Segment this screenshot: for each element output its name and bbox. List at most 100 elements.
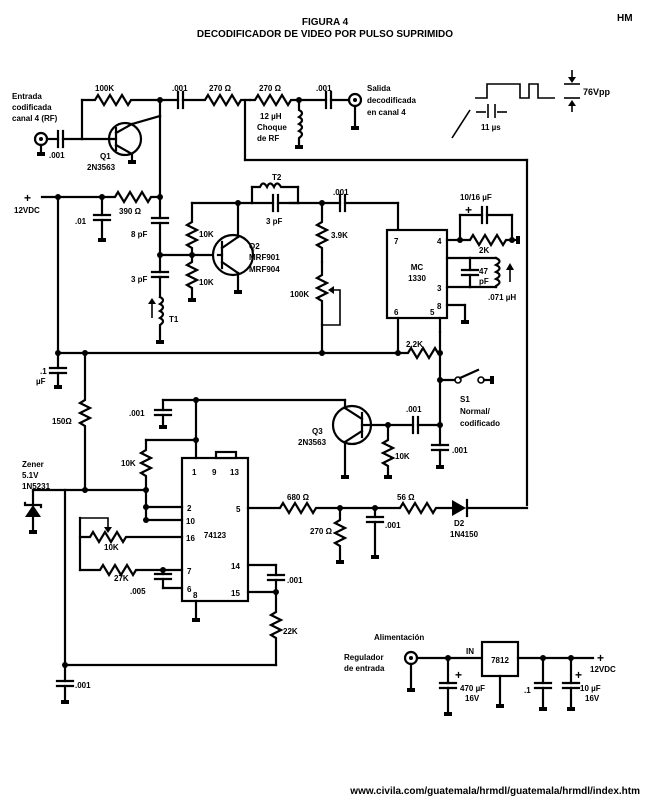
- label-c-001-sw: .001: [452, 446, 468, 455]
- pin-ic-2: 2: [187, 504, 192, 513]
- label-c-001-top2: .001: [316, 84, 332, 93]
- label-r-10k-q3: 10K: [395, 452, 410, 461]
- mc1330-ic: [385, 228, 449, 320]
- input-label-2: codificada: [12, 103, 52, 112]
- waveform-amplitude: 76Vpp: [583, 87, 611, 97]
- label-switch-name: S1: [460, 395, 470, 404]
- label-r-390: 390 Ω: [119, 207, 142, 216]
- label-d2-part: 1N4150: [450, 530, 479, 539]
- output-label-2: decodificada: [367, 96, 416, 105]
- q3-section: [153, 397, 373, 479]
- mid-rail: [48, 345, 494, 479]
- waveform-illustration: [451, 70, 580, 139]
- pin-numbers: 7 4 3 8 6 5 1 9 13 2 10 16 5 7 6 14 15 8: [186, 237, 442, 600]
- label-r-22k-a: 2.2K: [406, 340, 423, 349]
- label-switch-1: Normal/: [460, 407, 491, 416]
- regulator-section: [403, 640, 595, 716]
- label-r-270-c: 270 Ω: [310, 527, 333, 536]
- label-r-39k: 3.9K: [331, 231, 348, 240]
- label-ic-mc-2: 1330: [408, 274, 426, 283]
- label-c-3pf-a: 3 pF: [131, 275, 148, 284]
- label-c-001-bot: .001: [75, 681, 91, 690]
- label-q2-name: Q2: [249, 242, 260, 251]
- label-r-680: 680 Ω: [287, 493, 310, 502]
- pin-mc-6: 6: [394, 308, 399, 317]
- label-alimentacion: Alimentación: [374, 633, 424, 642]
- pin-ic-13: 13: [230, 468, 239, 477]
- label-c-01-reg: .1: [524, 686, 531, 695]
- pin-ic-6: 6: [187, 585, 192, 594]
- ic-74123-section: [78, 398, 529, 667]
- label-c-47-a: 47: [479, 267, 488, 276]
- pin-ic-16: 16: [186, 534, 195, 543]
- ic-74123: [180, 456, 250, 603]
- choke-label-2: Choque: [257, 123, 287, 132]
- label-12v-out: 12VDC: [590, 665, 616, 674]
- input-label-1: Entrada: [12, 92, 42, 101]
- label-plus-1016: +: [465, 203, 472, 217]
- label-t1: T1: [169, 315, 179, 324]
- label-r-100k-top: 100K: [95, 84, 114, 93]
- label-zener-1: Zener: [22, 460, 44, 469]
- pin-mc-4: 4: [437, 237, 442, 246]
- label-q1-name: Q1: [100, 152, 111, 161]
- regulator-7812: [480, 640, 520, 678]
- oscillator-section: [40, 114, 400, 355]
- label-d2-name: D2: [454, 519, 465, 528]
- label-c-001-mc: .001: [333, 188, 349, 197]
- label-c-1uf-b: µF: [36, 377, 46, 386]
- label-plus-10: +: [575, 668, 582, 682]
- label-c-001-top1: .001: [172, 84, 188, 93]
- footer-url: www.civila.com/guatemala/hrmdl/guatemala…: [349, 786, 640, 797]
- label-r-270-a: 270 Ω: [209, 84, 232, 93]
- label-r-150: 150Ω: [52, 417, 72, 426]
- label-switch-2: codificado: [460, 419, 500, 428]
- label-plus-470: +: [455, 668, 462, 682]
- output-label-1: Salida: [367, 84, 391, 93]
- pin-mc-5: 5: [430, 308, 435, 317]
- pin-ic-1: 1: [192, 468, 197, 477]
- pin-ic-10: 10: [186, 517, 195, 526]
- label-ic-74123: 74123: [204, 531, 227, 540]
- pin-mc-8: 8: [437, 302, 442, 311]
- pin-ic-8: 8: [193, 591, 198, 600]
- label-zener-2: 5.1V: [22, 471, 39, 480]
- supply-12v-plus: +: [24, 191, 31, 205]
- label-c-01: .01: [75, 217, 87, 226]
- label-c-001-14: .001: [287, 576, 303, 585]
- label-zener-3: 1N5231: [22, 482, 51, 491]
- label-r-10k-ic: 10K: [121, 459, 136, 468]
- label-c-1016: 10/16 µF: [460, 193, 492, 202]
- label-c-470-a: 470 µF: [460, 684, 485, 693]
- label-pot-10k: 10K: [104, 543, 119, 552]
- pin-ic-5: 5: [236, 505, 241, 514]
- author-initials: HM: [617, 13, 633, 24]
- waveform-time: 11 µs: [481, 123, 501, 132]
- pin-ic-14: 14: [231, 562, 240, 571]
- pin-mc-3: 3: [437, 284, 442, 293]
- label-q2-part2: MRF904: [249, 265, 280, 274]
- label-q1-part: 2N3563: [87, 163, 116, 172]
- figure-subtitle: DECODIFICADOR DE VIDEO POR PULSO SUPRIMI…: [197, 29, 453, 40]
- label-r-27k: 27K: [114, 574, 129, 583]
- label-pot-100k: 100K: [290, 290, 309, 299]
- supply-12v-label: 12VDC: [14, 206, 40, 215]
- label-regulador-2: de entrada: [344, 664, 385, 673]
- choke-label-1: 12 µH: [260, 112, 282, 121]
- choke-label-3: de RF: [257, 134, 279, 143]
- label-c-001-left: .001: [129, 409, 145, 418]
- label-r-22k-b: 22K: [283, 627, 298, 636]
- label-l-071: .071 µH: [488, 293, 516, 302]
- label-plus-12v-out: +: [597, 651, 604, 665]
- mc1330-section: [385, 205, 520, 355]
- label-r-10k-q2a: 10K: [199, 230, 214, 239]
- label-c-470-b: 16V: [465, 694, 480, 703]
- label-in: IN: [466, 647, 474, 656]
- label-c-10-b: 16V: [585, 694, 600, 703]
- output-label-3: en canal 4: [367, 108, 406, 117]
- label-c-005: .005: [130, 587, 146, 596]
- label-c-10-a: 10 µF: [580, 684, 601, 693]
- label-c-001-q3: .001: [406, 405, 422, 414]
- pin-ic-9: 9: [212, 468, 217, 477]
